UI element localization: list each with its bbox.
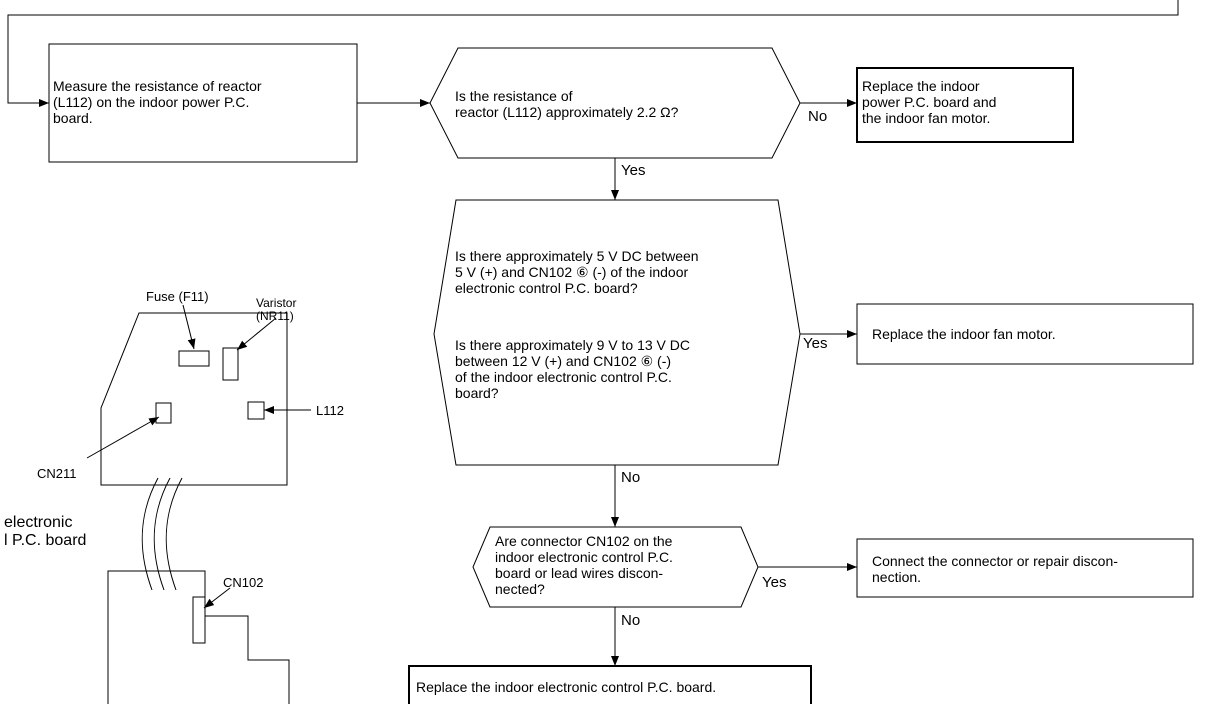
label-no-3: No: [621, 612, 641, 629]
cn102-pointer: [203, 587, 231, 609]
label-no-1: No: [808, 108, 828, 125]
fuse-label: Fuse (F11): [146, 289, 209, 304]
cn211-label: CN211: [37, 466, 77, 481]
measure-box-text: Measure the resistance of reactor (L112)…: [53, 78, 262, 126]
label-yes-3: Yes: [762, 574, 787, 591]
decision-connector-frame: [472, 526, 759, 608]
replace-fan-motor-text: Replace the indoor fan motor.: [872, 326, 1056, 342]
cn102-label: CN102: [223, 575, 264, 590]
cable-3: [165, 477, 183, 591]
decision-resistance-text: Is the resistance of reactor (L112) appr…: [455, 88, 679, 120]
decision-voltage-text-1: Is there approximately 5 V DC between 5 …: [455, 248, 699, 296]
connect-connector-text: Connect the connector or repair discon- …: [872, 553, 1118, 585]
label-no-2: No: [621, 469, 641, 486]
cn102-component: [192, 596, 206, 644]
replace-fan-motor-frame: [856, 303, 1194, 365]
label-yes-1: Yes: [621, 162, 646, 179]
connect-connector-frame: [856, 538, 1194, 598]
decision-voltage-frame: [433, 199, 801, 466]
cable-1: [141, 477, 159, 591]
control-board-outline: [107, 570, 290, 704]
fuse-component: [178, 350, 210, 367]
varistor-pointer: [236, 317, 277, 351]
varistor-component: [222, 347, 239, 381]
control-board-label: electronic l P.C. board: [4, 514, 87, 549]
l112-label: L112: [316, 403, 344, 418]
decision-connector-text: Are connector CN102 on the indoor electr…: [495, 533, 673, 597]
power-board-outline: [100, 312, 288, 486]
decision-voltage-text-2: Is there approximately 9 V to 13 V DC be…: [455, 337, 690, 401]
cn211-component: [155, 402, 172, 424]
cn211-pointer: [86, 416, 160, 459]
label-yes-2: Yes: [803, 335, 828, 352]
varistor-label: Varistor (NR11): [256, 296, 297, 323]
replace-power-board-text: Replace the indoor power P.C. board and …: [862, 78, 997, 126]
cable-2: [153, 477, 171, 591]
decision-resistance-frame: [429, 47, 801, 159]
replace-control-board-frame: [408, 665, 812, 704]
replace-power-board-frame: [856, 67, 1074, 143]
fuse-pointer: [182, 304, 196, 350]
l112-component: [247, 401, 265, 420]
top-feed-line: [7, 0, 1179, 107]
replace-control-board-text: Replace the indoor electronic control P.…: [416, 679, 717, 695]
